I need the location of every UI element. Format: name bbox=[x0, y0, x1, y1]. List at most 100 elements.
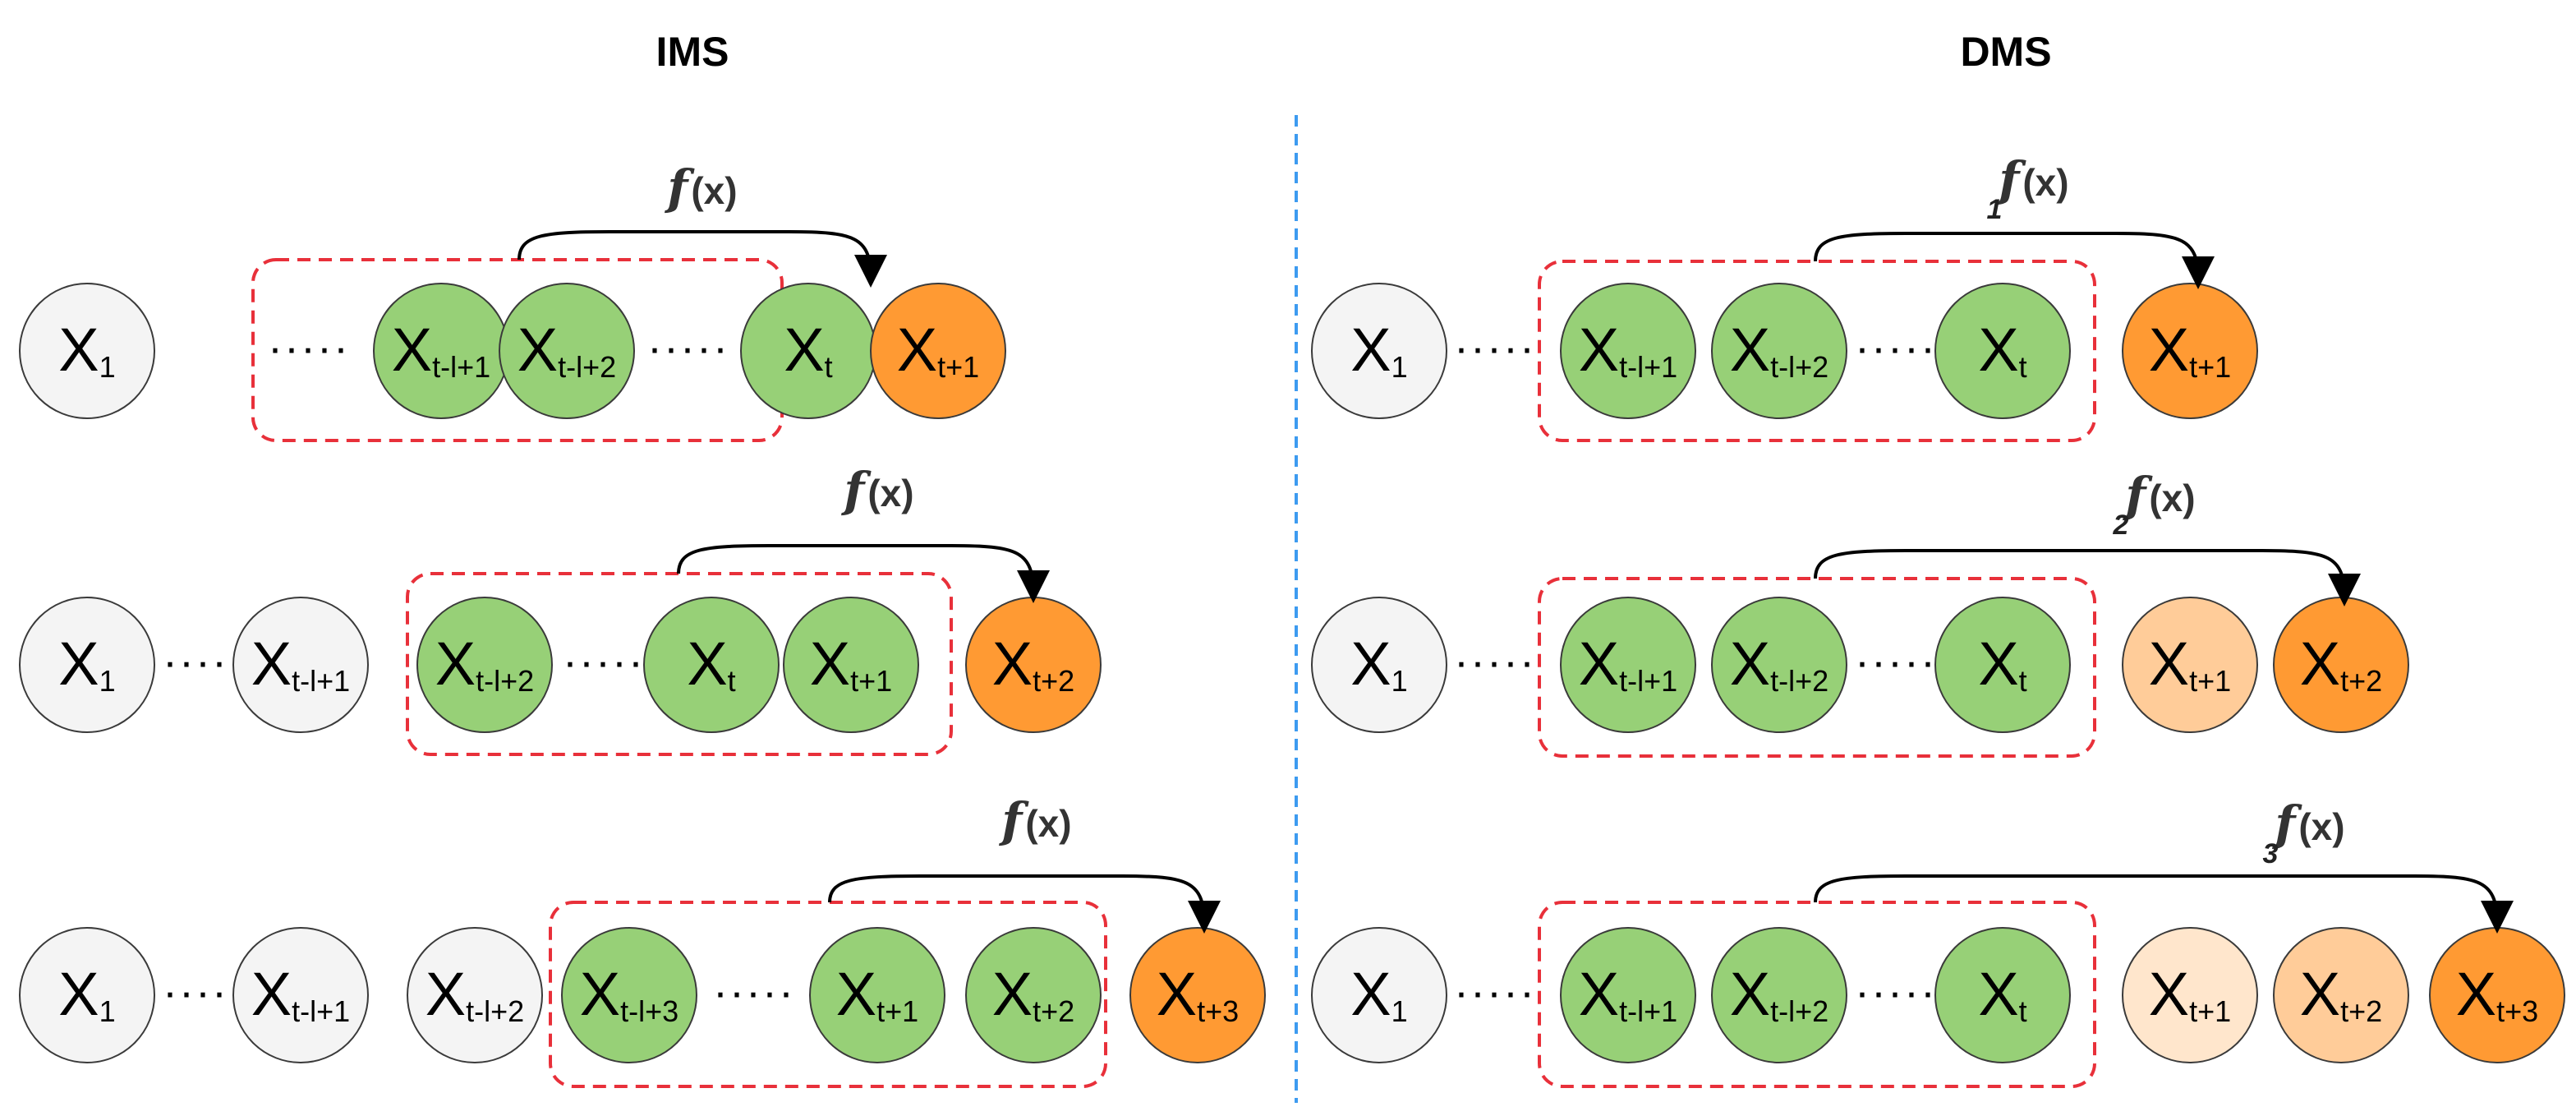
node-variable: X bbox=[1978, 960, 2018, 1028]
node-subscript: t-l+1 bbox=[432, 350, 490, 384]
node-circle bbox=[499, 283, 635, 419]
node-subscript: t+1 bbox=[876, 994, 918, 1028]
node-variable: X bbox=[251, 629, 292, 698]
node-xt+1: Xt+1 bbox=[2122, 927, 2258, 1063]
node-circle bbox=[2122, 597, 2258, 733]
function-args: (x) bbox=[2022, 161, 2068, 204]
node-variable: X bbox=[2149, 316, 2189, 384]
node-label: Xt bbox=[687, 629, 735, 698]
node-label: Xt bbox=[784, 316, 832, 384]
node-label: Xt-l+1 bbox=[392, 316, 490, 384]
node-circle bbox=[1711, 927, 1847, 1063]
node-label: Xt-l+1 bbox=[1579, 316, 1677, 384]
node-circle bbox=[2122, 927, 2258, 1063]
node-circle bbox=[232, 927, 369, 1063]
node-xt-l+2: Xt-l+2 bbox=[499, 283, 635, 419]
node-subscript: t-l+3 bbox=[620, 994, 678, 1028]
node-xt-l+1: Xt-l+1 bbox=[1560, 927, 1696, 1063]
node-label: Xt+3 bbox=[2456, 960, 2538, 1028]
node-variable: X bbox=[1579, 960, 1619, 1028]
node-variable: X bbox=[58, 960, 99, 1028]
node-xt: Xt bbox=[1934, 283, 2071, 419]
function-label: f(x) bbox=[840, 462, 913, 518]
node-subscript: t-l+1 bbox=[1619, 994, 1677, 1028]
node-circle bbox=[1311, 283, 1447, 419]
node-variable: X bbox=[836, 960, 876, 1028]
function-label: f(x) bbox=[2271, 795, 2344, 851]
node-circle bbox=[1311, 927, 1447, 1063]
node-subscript: t+1 bbox=[2189, 994, 2231, 1028]
node-circle bbox=[232, 597, 369, 733]
node-label: Xt bbox=[1978, 316, 2026, 384]
node-circle bbox=[1711, 283, 1847, 419]
node-label: Xt+3 bbox=[1157, 960, 1239, 1028]
node-variable: X bbox=[687, 629, 727, 698]
node-circle bbox=[809, 927, 945, 1063]
node-xt-l+2: Xt-l+2 bbox=[1711, 283, 1847, 419]
node-xt+1: Xt+1 bbox=[2122, 283, 2258, 419]
node-circle bbox=[19, 927, 155, 1063]
node-variable: X bbox=[1579, 629, 1619, 698]
node-subscript: t bbox=[825, 350, 833, 384]
input-window-box bbox=[1538, 260, 2096, 442]
node-subscript: t+1 bbox=[2189, 664, 2231, 698]
node-subscript: t-l+2 bbox=[1770, 350, 1828, 384]
node-xt-l+1: Xt-l+1 bbox=[373, 283, 509, 419]
node-xt-l+1: Xt-l+1 bbox=[232, 597, 369, 733]
node-variable: X bbox=[1978, 316, 2018, 384]
input-window-box bbox=[549, 901, 1107, 1088]
node-subscript: t-l+1 bbox=[1619, 664, 1677, 698]
node-subscript: t+2 bbox=[2340, 664, 2382, 698]
node-label: Xt bbox=[1978, 960, 2026, 1028]
node-circle bbox=[870, 283, 1006, 419]
node-label: X1 bbox=[58, 960, 115, 1028]
node-variable: X bbox=[1730, 316, 1770, 384]
node-label: Xt+1 bbox=[2149, 316, 2231, 384]
node-x1: X1 bbox=[1311, 283, 1447, 419]
ellipsis-dots: ····· bbox=[713, 967, 795, 1017]
node-subscript: 1 bbox=[1392, 664, 1408, 698]
node-subscript: t-l+2 bbox=[558, 350, 616, 384]
ellipsis-dots: ····· bbox=[1454, 967, 1536, 1017]
node-subscript: t-l+1 bbox=[1619, 350, 1677, 384]
node-label: Xt-l+3 bbox=[580, 960, 678, 1028]
node-xt+3: Xt+3 bbox=[1129, 927, 1266, 1063]
node-subscript: t+2 bbox=[2340, 994, 2382, 1028]
node-subscript: t-l+2 bbox=[476, 664, 534, 698]
input-window-box bbox=[406, 572, 953, 756]
node-subscript: t-l+2 bbox=[1770, 664, 1828, 698]
function-label: f(x) bbox=[2122, 467, 2195, 523]
node-circle bbox=[416, 597, 553, 733]
node-subscript: t bbox=[2019, 664, 2027, 698]
node-xt-l+2: Xt-l+2 bbox=[1711, 927, 1847, 1063]
node-circle bbox=[1560, 597, 1696, 733]
node-circle bbox=[561, 927, 697, 1063]
node-x1: X1 bbox=[19, 597, 155, 733]
ellipsis-dots: ····· bbox=[1855, 967, 1937, 1017]
node-subscript: t+3 bbox=[1197, 994, 1239, 1028]
node-xt+3: Xt+3 bbox=[2429, 927, 2565, 1063]
node-label: X1 bbox=[1350, 960, 1407, 1028]
node-label: Xt-l+1 bbox=[1579, 629, 1677, 698]
node-label: X1 bbox=[58, 316, 115, 384]
node-circle bbox=[19, 283, 155, 419]
node-xt-l+2: Xt-l+2 bbox=[1711, 597, 1847, 733]
node-subscript: t-l+1 bbox=[292, 994, 350, 1028]
ellipsis-dots: ····· bbox=[268, 323, 350, 372]
node-xt+1: Xt+1 bbox=[809, 927, 945, 1063]
node-xt-l+1: Xt-l+1 bbox=[232, 927, 369, 1063]
node-xt-l+2: Xt-l+2 bbox=[416, 597, 553, 733]
node-label: Xt-l+2 bbox=[1730, 316, 1828, 384]
node-variable: X bbox=[251, 960, 292, 1028]
node-label: Xt-l+1 bbox=[1579, 960, 1677, 1028]
node-label: Xt bbox=[1978, 629, 2026, 698]
node-label: Xt+1 bbox=[810, 629, 892, 698]
node-subscript: 1 bbox=[99, 664, 116, 698]
function-arrow bbox=[518, 230, 887, 288]
